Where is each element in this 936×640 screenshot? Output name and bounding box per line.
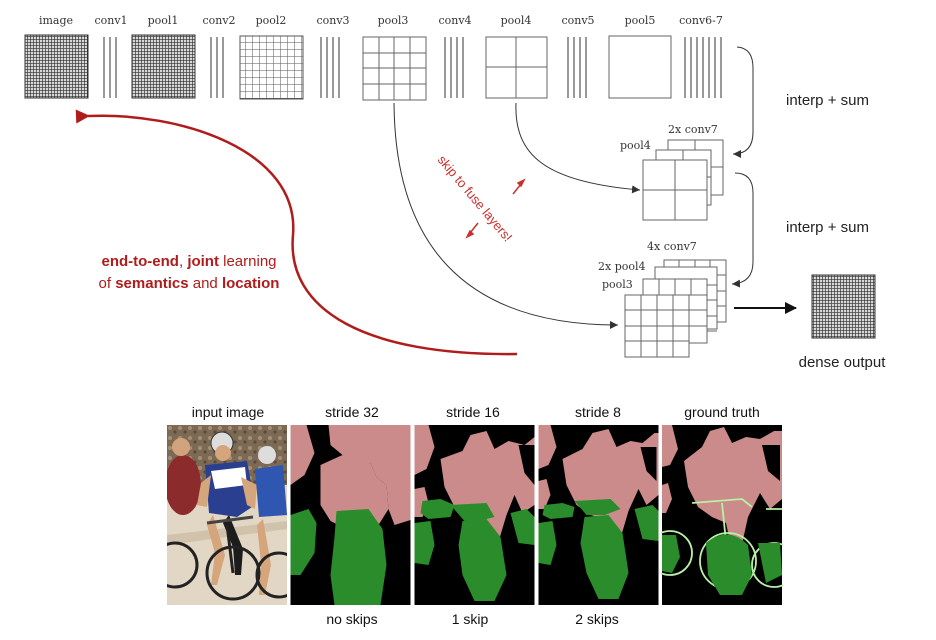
layer-label-conv1: conv1 (94, 14, 127, 27)
fuse2-top-label: 4x conv7 (647, 240, 697, 253)
result-title-stride32: stride 32 (325, 404, 379, 420)
input-image-photo (167, 425, 287, 605)
conv3-block (320, 37, 340, 98)
interp-bracket-1 (732, 46, 754, 158)
layer-label-conv6-7: conv6-7 (679, 14, 723, 27)
result-captions: no skips 1 skip 2 skips (326, 611, 618, 627)
skip-label: skip to fuse layers! (435, 152, 516, 244)
dense-output-label: dense output (799, 354, 887, 371)
layer-labels: image conv1 pool1 conv2 pool2 conv3 pool… (39, 14, 723, 27)
layer-label-pool1: pool1 (148, 14, 179, 27)
input-image-block (24, 34, 89, 99)
layer-label-conv5: conv5 (561, 14, 594, 27)
layer-label-image: image (39, 14, 73, 27)
pool2-block (239, 35, 304, 100)
result-title-stride8: stride 8 (575, 404, 621, 420)
interp-sum-label-2: interp + sum (786, 219, 869, 236)
segmentation-stride16 (414, 425, 535, 605)
layer-label-conv4: conv4 (438, 14, 471, 27)
connectors (393, 46, 797, 329)
fuse2-side-label-b: pool3 (602, 278, 633, 291)
fuse1-pool4-square (642, 159, 708, 221)
conv4-block (444, 37, 464, 98)
layer-label-conv3: conv3 (316, 14, 349, 27)
interp-bracket-2 (731, 172, 754, 288)
segmentation-ground-truth (661, 425, 783, 605)
skip-pool4-arrow (515, 102, 641, 194)
skip-pool3-arrow (393, 102, 619, 329)
result-title-input: input image (192, 404, 265, 420)
segmentation-stride8 (538, 425, 659, 605)
fuse2-back-grid-lines (658, 260, 726, 332)
fuse1-top-label: 2x conv7 (668, 123, 718, 136)
fuse-block-1: 2x conv7 pool4 (620, 123, 724, 221)
result-caption-stride16: 1 skip (452, 611, 489, 627)
pool3-block (362, 36, 427, 101)
learning-label-line1: end-to-end, joint learning (101, 253, 276, 270)
down-arrow-icon (465, 222, 479, 239)
up-arrow-icon (512, 178, 526, 195)
result-caption-stride8: 2 skips (575, 611, 619, 627)
fuse1-side-label: pool4 (620, 139, 651, 152)
layer-label-pool2: pool2 (256, 14, 287, 27)
conv6-7-block (684, 37, 722, 98)
layer-label-conv2: conv2 (202, 14, 235, 27)
learning-label-line2: of semantics and location (99, 275, 280, 292)
pool1-block (131, 34, 196, 99)
conv1-block (103, 37, 117, 98)
layer-label-pool5: pool5 (625, 14, 656, 27)
conv5-block (567, 37, 587, 98)
result-title-ground-truth: ground truth (684, 404, 760, 420)
layer-label-pool4: pool4 (501, 14, 532, 27)
conv2-block (210, 37, 224, 98)
end-to-end-arrow (75, 109, 518, 356)
fuse-block-2: 4x conv7 2x pool4 pool3 (598, 240, 727, 358)
result-title-stride16: stride 16 (446, 404, 500, 420)
pool5-block (608, 35, 672, 99)
pool4-block (485, 36, 548, 99)
layer-blocks (24, 34, 722, 101)
segmentation-stride32 (290, 425, 411, 605)
fuse2-pool3-grid (624, 294, 690, 358)
dense-output-block (811, 274, 876, 339)
layer-label-pool3: pool3 (378, 14, 409, 27)
result-caption-stride32: no skips (326, 611, 377, 627)
interp-sum-label-1: interp + sum (786, 92, 869, 109)
result-titles: input image stride 32 stride 16 stride 8… (192, 404, 760, 420)
fuse2-side-label-a: 2x pool4 (598, 260, 646, 273)
